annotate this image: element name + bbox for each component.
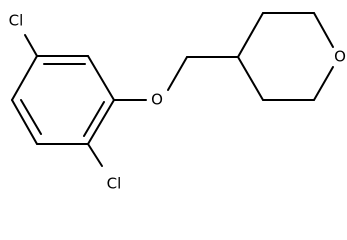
tetrahydropyran-ring	[237, 12, 334, 101]
bond	[87, 55, 115, 101]
chlorine-top-label: Cl	[9, 12, 24, 30]
ether-oxygen-label: O	[151, 91, 163, 109]
double-bond	[83, 101, 105, 137]
bond	[313, 66, 334, 101]
bond-o-ch2	[167, 56, 188, 91]
bond	[237, 12, 264, 58]
chlorine-bottom-label: Cl	[107, 175, 122, 193]
bond	[313, 12, 334, 48]
benzene-ring	[11, 55, 115, 145]
bond-c-cl-top	[24, 34, 38, 57]
bond	[11, 55, 38, 101]
molecule-diagram: Cl O O Cl	[9, 12, 346, 193]
bond-c-cl-bottom	[87, 143, 103, 167]
bond	[11, 99, 38, 145]
bond	[87, 99, 115, 145]
ring-oxygen-label: O	[334, 48, 346, 66]
bond	[237, 56, 264, 101]
double-bond	[20, 99, 42, 135]
